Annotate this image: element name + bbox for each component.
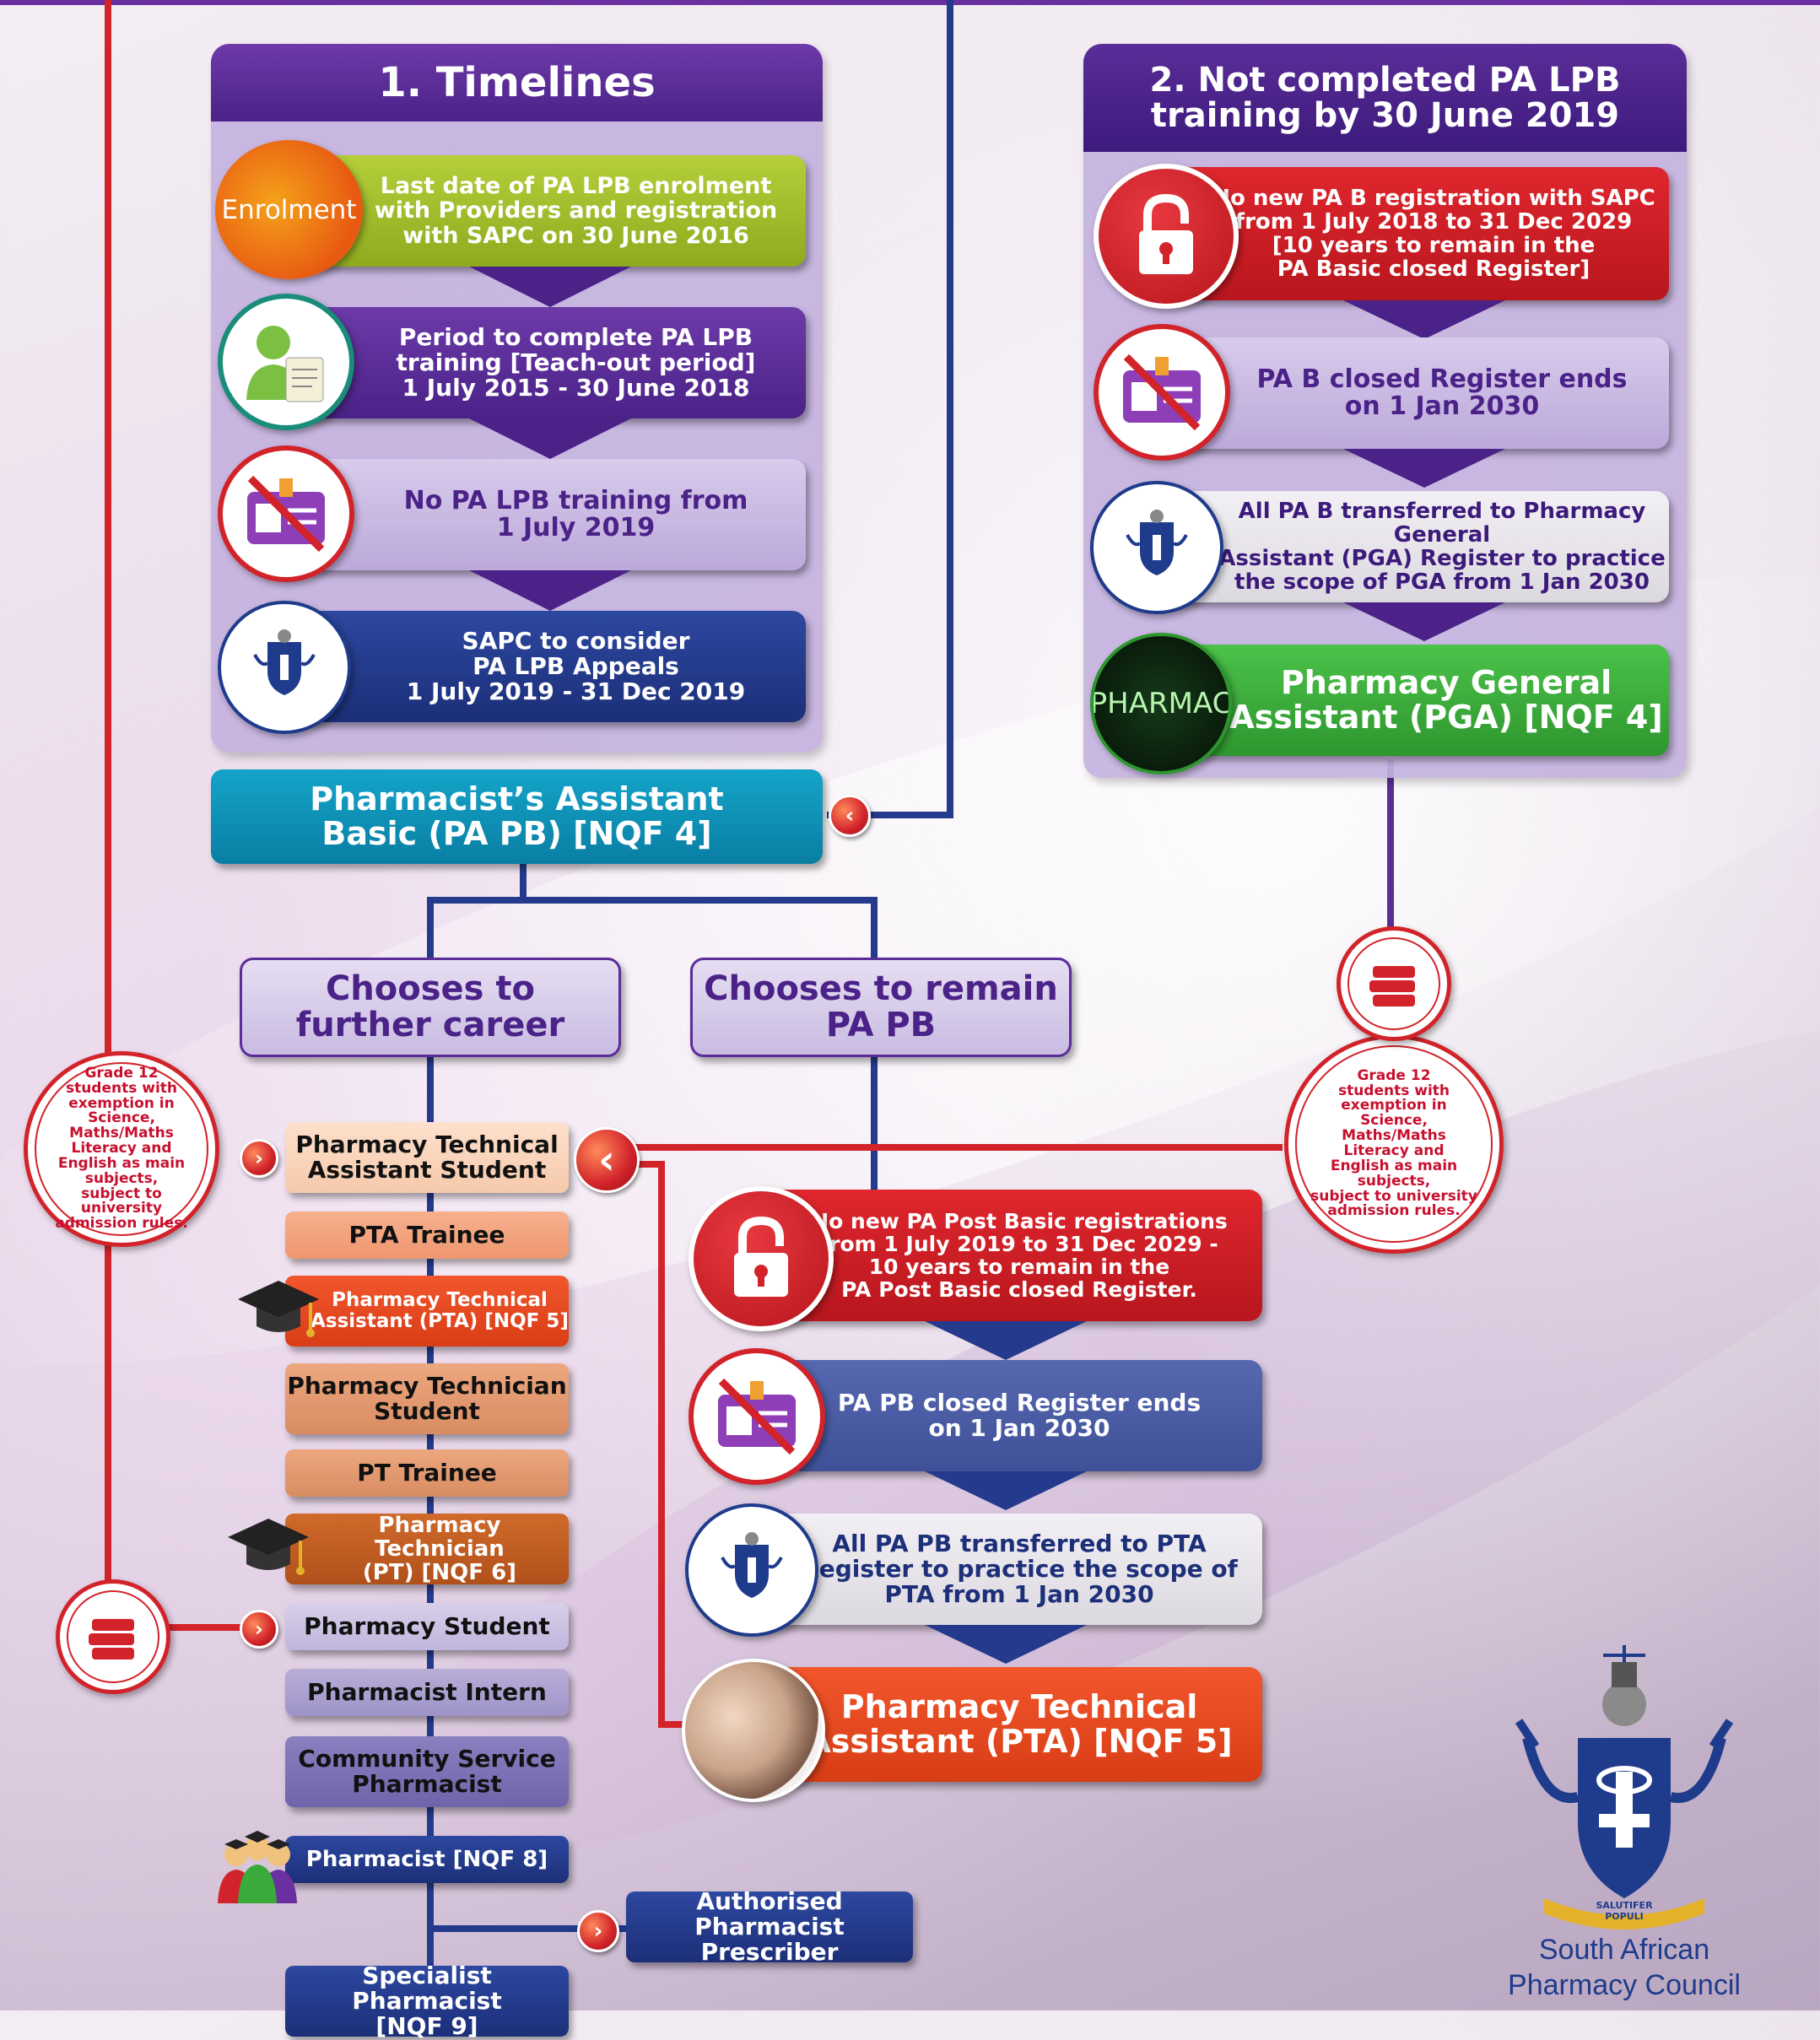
lock-icon [1094,164,1239,309]
navy-connector [520,861,527,901]
purple-connector [1387,759,1394,953]
career-step: Community Service Pharmacist [285,1736,569,1807]
career-step: Specialist Pharmacist [NQF 9] [285,1962,569,2039]
flow-arrow [1343,602,1505,641]
flow-arrow [469,418,631,459]
flow-arrow [1343,449,1505,488]
no-pa-post-basic-step: No new PA Post Basic registrations from … [743,1190,1262,1321]
pa-pb-box: Pharmacist’s Assistant Basic (PA PB) [NQ… [211,769,823,864]
not-completed-title: 2. Not completed PA LPB training by 30 J… [1083,44,1687,152]
red-connector [658,1161,665,1726]
pa-b-register-ends-step: PA B closed Register ends on 1 Jan 2030 [1164,337,1669,449]
chevron-right-icon: › [577,1910,619,1952]
teach-out-step: Period to complete PA LPB training [Teac… [295,307,806,418]
logo-name-line2: Pharmacy Council [1508,1969,1741,2001]
enrolment-step: Last date of PA LPB enrolment with Provi… [295,155,806,267]
no-pa-b-registration-step: No new PA B registration with SAPC from … [1164,167,1669,300]
pharmacists-photo [682,1659,825,1802]
lock-icon [689,1186,834,1331]
career-step: Pharmacist Intern [285,1669,569,1716]
choose-further-career: Chooses to further career [240,958,621,1057]
navy-connector [871,1050,878,1198]
timelines-title: 1. Timelines [211,44,823,121]
navy-connector [427,897,434,964]
pga-outcome: Pharmacy General Assistant (PGA) [NQF 4] [1164,645,1669,756]
career-step: Pharmacist [NQF 8] [285,1836,569,1883]
flow-arrow [1343,300,1505,339]
career-step: PT Trainee [285,1449,569,1497]
left-red-connector [105,0,111,1628]
pa-b-transfer-step: All PA B transferred to Pharmacy General… [1164,491,1669,602]
navy-connector [947,0,953,818]
flow-arrow [469,267,631,307]
flow-arrow [925,1321,1087,1360]
navy-connector [427,897,878,904]
pharmacists-group-icon [211,1822,304,1907]
top-band [0,0,1820,5]
pta-outcome: Pharmacy Technical Assistant (PTA) [NQF … [743,1667,1262,1782]
grade12-note-right: Grade 12 students with exemption in Scie… [1284,1034,1504,1254]
chevron-left-icon: ‹ [574,1127,640,1193]
navy-connector [827,812,953,818]
no-id-card-icon [689,1348,825,1485]
sapc-logo: SALUTIFER POPULI [1485,1645,1763,1932]
red-connector [108,1624,243,1631]
career-step: Pharmacy Technical Assistant Student [285,1122,569,1193]
chevron-right-icon: › [240,1610,278,1649]
career-step: Pharmacy Technician Student [285,1363,569,1434]
authorised-prescriber: Authorised Pharmacist Prescriber [626,1888,913,1965]
red-connector [608,1144,1283,1151]
pa-pb-register-ends-step: PA PB closed Register ends on 1 Jan 2030 [743,1360,1262,1471]
flow-arrow [469,570,631,611]
logo-motto: SALUTIFER POPULI [1596,1900,1653,1922]
books-icon [1337,926,1451,1041]
career-step: Pharmacy Technical Assistant (PTA) [NQF … [285,1276,569,1347]
career-step: PTA Trainee [285,1212,569,1259]
career-step: Pharmacy Student [285,1603,569,1650]
graduation-cap-icon [226,1510,311,1586]
flow-arrow [925,1625,1087,1664]
books-icon [56,1579,170,1694]
logo-name-line1: South African [1538,1934,1710,1966]
user-form-icon [218,294,354,430]
appeals-step: SAPC to consider PA LPB Appeals 1 July 2… [295,611,806,722]
navy-connector [427,1925,629,1932]
pharmacy-sign-icon: PHARMAC [1090,633,1232,774]
sapc-crest-icon [218,601,351,734]
career-step: Pharmacy Technician (PT) [NQF 6] [285,1514,569,1584]
choose-remain-pa-pb: Chooses to remain PA PB [690,958,1072,1057]
chevron-left-icon: ‹ [829,795,871,837]
flow-arrow [925,1471,1087,1510]
no-id-card-icon [1094,324,1230,461]
grade12-note-left: Grade 12 students with exemption in Scie… [24,1051,219,1247]
navy-connector [871,897,878,964]
sapc-crest-icon [685,1503,818,1637]
no-id-card-icon [218,445,354,582]
no-training-step: No PA LPB training from 1 July 2019 [295,459,806,570]
sapc-crest-icon [1090,481,1223,614]
pa-pb-transfer-step: All PA PB transferred to PTA Register to… [743,1514,1262,1625]
enrolment-icon: Enrolment [215,140,363,279]
chevron-right-icon: › [240,1139,278,1178]
graduation-cap-icon [236,1272,321,1348]
